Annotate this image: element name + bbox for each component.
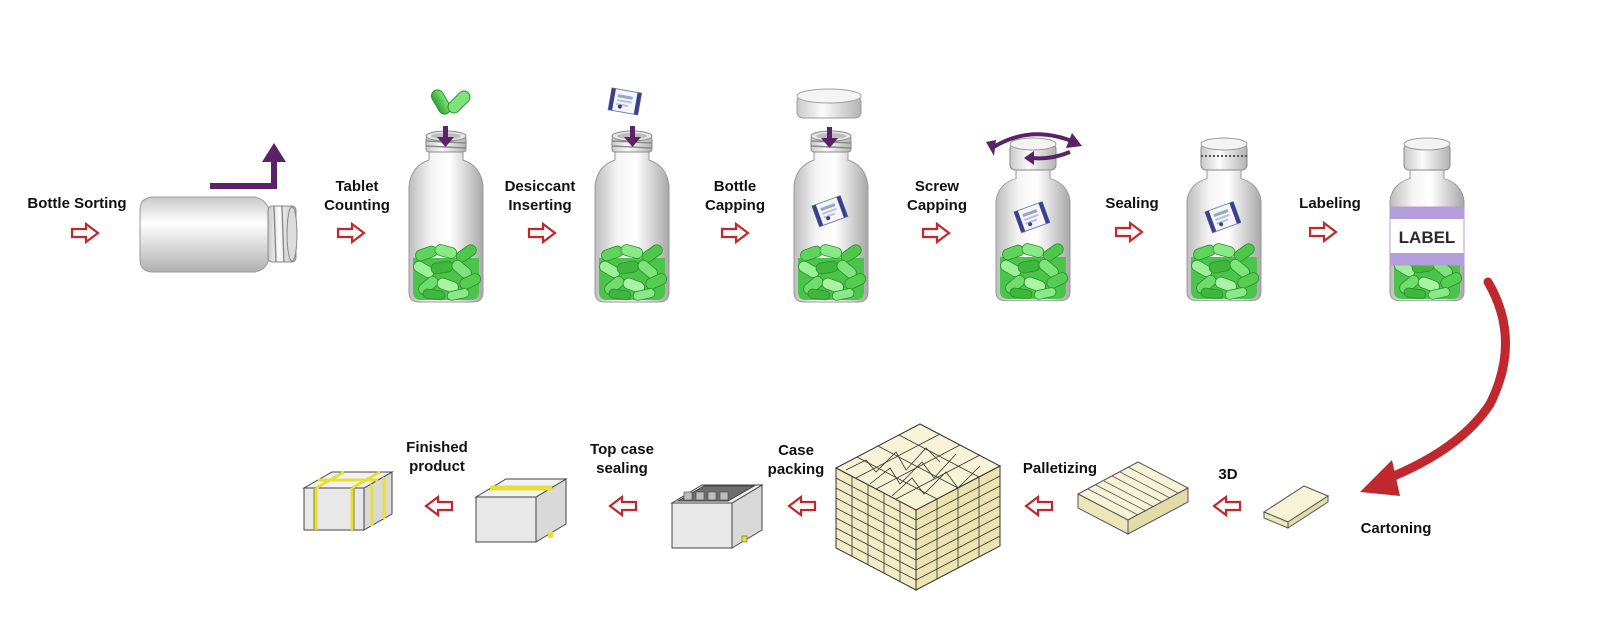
label-line: Bottle Sorting [27, 195, 127, 212]
label-line: product [409, 458, 465, 475]
label-line: Finished [406, 439, 468, 456]
step-label-bottle-sorting: Bottle Sorting [27, 194, 126, 213]
pallet-icon [1076, 461, 1190, 535]
right-arrow-icon [1308, 221, 1338, 243]
bottle-icon [594, 130, 670, 303]
down-arrow-icon [821, 127, 838, 148]
turn-arrow-icon [210, 143, 286, 189]
case-icon [475, 478, 567, 543]
label-line: sealing [596, 460, 648, 477]
label-line: Screw [914, 178, 960, 195]
left-arrow-icon [424, 495, 454, 517]
down-arrow-icon [437, 126, 454, 147]
step-label-top-case-sealing: Top case sealing [590, 440, 654, 478]
finished-case-icon [302, 470, 394, 531]
capsule-icon [431, 89, 471, 115]
right-arrow-icon [336, 222, 366, 244]
label-line: Inserting [508, 197, 572, 214]
left-arrow-icon [787, 495, 817, 517]
left-arrow-icon [608, 495, 638, 517]
capsule-pile-icon [597, 242, 669, 302]
label-line: Sealing [1105, 195, 1159, 212]
label-line: Desiccant [504, 178, 576, 195]
down-arrow-icon [624, 126, 641, 147]
capsule-pile-icon [796, 242, 868, 302]
right-arrow-icon [527, 222, 557, 244]
carton-icon [1262, 485, 1330, 529]
capsule-pile-icon [998, 241, 1070, 301]
rotate-arrows-icon [986, 132, 1082, 165]
step-label-labeling: Labeling [1299, 194, 1361, 213]
capsule-pile-icon [1189, 241, 1261, 301]
step-label-case-packing: Case packing [768, 441, 825, 479]
right-arrow-icon [720, 222, 750, 244]
bottle-icon [1186, 137, 1262, 302]
bottle-icon [408, 130, 484, 303]
label-line: Counting [324, 197, 390, 214]
desiccant-packet-icon [607, 87, 643, 116]
label-line: Labeling [1299, 195, 1361, 212]
label-line: packing [767, 461, 825, 478]
label-line: Palletizing [1022, 460, 1098, 477]
curved-arrow-icon [1360, 277, 1510, 496]
sorting-bottle-icon [139, 196, 298, 273]
left-arrow-icon [1024, 495, 1054, 517]
left-arrow-icon [1212, 495, 1242, 517]
label-line: Capping [705, 197, 765, 214]
label-line: Case [778, 442, 814, 459]
right-arrow-icon [70, 222, 100, 244]
case-stack-icon [834, 423, 1002, 591]
label-line: Cartoning [1360, 520, 1432, 537]
label-text: LABEL [1399, 228, 1456, 247]
label-line: 3D [1218, 466, 1238, 483]
step-label-cartoning: Cartoning [1361, 519, 1432, 538]
step-label-finished-product: Finished product [406, 438, 468, 476]
case-icon [671, 484, 763, 549]
bottle-icon [1389, 137, 1465, 302]
label-line: Top case [590, 441, 654, 458]
capsule-pile-icon [411, 242, 483, 302]
cap-icon [796, 88, 862, 119]
right-arrow-icon [921, 222, 951, 244]
label-line: Capping [907, 197, 967, 214]
right-arrow-icon [1114, 221, 1144, 243]
step-label-palletizing: Palletizing [1023, 459, 1097, 478]
step-label-sealing: Sealing [1105, 194, 1158, 213]
step-label-3d: 3D [1218, 465, 1237, 484]
label-line: Bottle [713, 178, 757, 195]
bottle-icon [793, 130, 869, 303]
label-line: Tablet [335, 178, 379, 195]
